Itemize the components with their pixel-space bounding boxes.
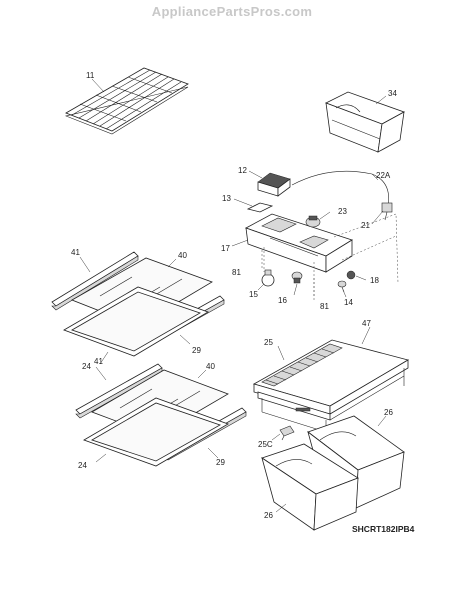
watermark-text: AppliancePartsPros.com (151, 4, 313, 19)
callout-11: 11 (86, 71, 95, 80)
knob-part[interactable] (346, 270, 356, 280)
shelf-frame-part[interactable] (63, 286, 209, 357)
crisper-cover-part[interactable] (252, 339, 410, 415)
callout-41-top: 41 (71, 248, 80, 257)
screw-part[interactable] (337, 280, 347, 293)
control-housing-part[interactable] (257, 172, 291, 197)
callout-81-right: 81 (320, 302, 329, 311)
shelf-trim-front-lower-part[interactable] (75, 363, 163, 419)
callout-26-bottom: 26 (264, 511, 273, 520)
callout-29-bottom: 29 (216, 458, 225, 467)
callout-40-bottom: 40 (206, 362, 215, 371)
callout-26-top: 26 (384, 408, 393, 417)
callout-47: 47 (362, 319, 371, 328)
callout-29-top: 29 (192, 346, 201, 355)
callout-40-top: 40 (178, 251, 187, 260)
gasket-part[interactable] (246, 202, 274, 213)
lamp-socket-part[interactable] (291, 271, 303, 284)
callout-16: 16 (278, 296, 287, 305)
callout-24-top: 24 (82, 362, 91, 371)
callout-41-bottom: 41 (94, 357, 103, 366)
shelf-frame-lower-part[interactable] (83, 397, 229, 467)
crisper-drawer-front-part[interactable] (261, 443, 359, 531)
callout-25: 25 (264, 338, 273, 347)
crisper-frame-part[interactable] (257, 368, 405, 433)
callout-21: 21 (361, 221, 370, 230)
sensor-part[interactable] (381, 202, 393, 221)
callout-17: 17 (221, 244, 230, 253)
callout-18: 18 (370, 276, 379, 285)
drawing-code-label: SHCRT182IPB4 (352, 524, 415, 534)
callout-12: 12 (238, 166, 247, 175)
shelf-trim-front-part[interactable] (51, 251, 139, 311)
callout-15: 15 (249, 290, 258, 299)
wire-harness-part[interactable] (291, 170, 389, 207)
callout-24-bottom: 24 (78, 461, 87, 470)
slide-clip-part[interactable] (279, 425, 295, 441)
callout-22a: 22A (376, 171, 391, 180)
wire-shelf-part[interactable] (64, 67, 189, 135)
callout-13: 13 (222, 194, 231, 203)
callout-14: 14 (344, 298, 353, 307)
callout-34: 34 (388, 89, 397, 98)
light-bulb-part[interactable] (261, 269, 275, 287)
callout-25c: 25C (258, 440, 273, 449)
callout-23: 23 (338, 207, 347, 216)
thermostat-part[interactable] (305, 215, 321, 228)
door-bin-part[interactable] (325, 91, 405, 153)
callout-81-left: 81 (232, 268, 241, 277)
control-base-part[interactable] (245, 213, 353, 273)
